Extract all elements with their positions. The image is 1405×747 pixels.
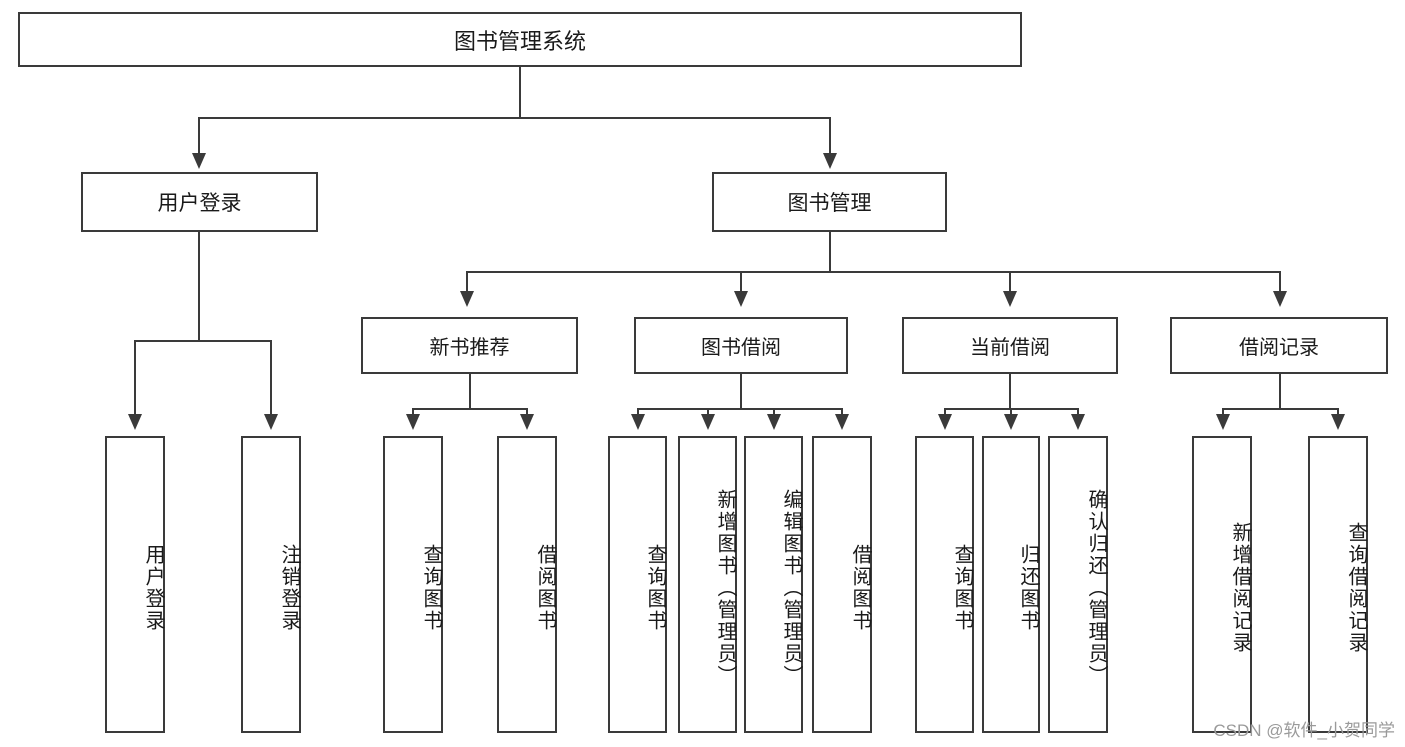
leaf-book-borrow-4[interactable]: 借阅图书 <box>812 436 872 733</box>
edge-level1-bar <box>198 117 831 119</box>
node-book-borrow[interactable]: 图书借阅 <box>634 317 848 374</box>
edge-user-login-stem <box>198 232 200 340</box>
arrow-to-new-book <box>460 291 474 307</box>
node-user-login[interactable]: 用户登录 <box>81 172 318 232</box>
edge-borrow-record-stem <box>1279 374 1281 408</box>
node-label: 图书管理系统 <box>453 28 586 54</box>
leaf-user-login-2[interactable]: 注销登录 <box>241 436 301 733</box>
arrow-to-borrow-record <box>1273 291 1287 307</box>
leaf-new-book-1[interactable]: 查询图书 <box>383 436 443 733</box>
arrow-user-login-child-2 <box>264 414 278 430</box>
node-label: 编辑图书（管理员） <box>780 488 802 687</box>
node-label: 新增借阅记录 <box>1229 521 1251 654</box>
edge-book-manage-stem <box>829 232 831 271</box>
edge-book-borrow-child-2 <box>707 408 709 418</box>
edge-new-book-child-2 <box>526 408 528 418</box>
node-label: 查询借阅记录 <box>1345 521 1367 654</box>
leaf-new-book-2[interactable]: 借阅图书 <box>497 436 557 733</box>
edge-borrow-record-child-2 <box>1337 408 1339 418</box>
leaf-borrow-record-2[interactable]: 查询借阅记录 <box>1308 436 1368 733</box>
node-label: 借阅图书 <box>534 543 556 632</box>
edge-book-borrow-stem <box>740 374 742 408</box>
edge-current-borrow-child-3 <box>1077 408 1079 418</box>
arrow-book-borrow-child-3 <box>767 414 781 430</box>
arrow-to-user-login <box>192 153 206 169</box>
edge-to-user-login <box>198 117 200 157</box>
edge-to-borrow-record <box>1279 271 1281 295</box>
node-label: 借阅记录 <box>1239 337 1319 359</box>
node-label: 借阅图书 <box>849 543 871 632</box>
node-borrow-record[interactable]: 借阅记录 <box>1170 317 1388 374</box>
leaf-current-borrow-3[interactable]: 确认归还（管理员） <box>1048 436 1108 733</box>
arrow-book-borrow-child-1 <box>631 414 645 430</box>
edge-user-login-bar <box>134 340 271 342</box>
arrow-new-book-child-2 <box>520 414 534 430</box>
edge-borrow-record-bar <box>1222 408 1338 410</box>
arrow-book-borrow-child-4 <box>835 414 849 430</box>
leaf-borrow-record-1[interactable]: 新增借阅记录 <box>1192 436 1252 733</box>
node-label: 当前借阅 <box>970 337 1050 359</box>
node-current-borrow[interactable]: 当前借阅 <box>902 317 1118 374</box>
edge-to-new-book <box>466 271 468 295</box>
leaf-book-borrow-3[interactable]: 编辑图书（管理员） <box>744 436 803 733</box>
node-label: 查询图书 <box>644 543 666 632</box>
edge-current-borrow-child-2 <box>1010 408 1012 418</box>
node-book-manage[interactable]: 图书管理 <box>712 172 947 232</box>
edge-level2-bar <box>466 271 1280 273</box>
leaf-user-login-1[interactable]: 用户登录 <box>105 436 165 733</box>
edge-user-login-child-1 <box>134 340 136 418</box>
node-label: 注销登录 <box>278 543 300 632</box>
edge-book-borrow-child-3 <box>773 408 775 418</box>
edge-book-borrow-child-4 <box>841 408 843 418</box>
node-label: 归还图书 <box>1017 543 1039 632</box>
edge-to-book-manage <box>829 117 831 157</box>
edge-current-borrow-stem <box>1009 374 1011 408</box>
edge-to-book-borrow <box>740 271 742 295</box>
arrow-user-login-child-1 <box>128 414 142 430</box>
arrow-new-book-child-1 <box>406 414 420 430</box>
arrow-borrow-record-child-2 <box>1331 414 1345 430</box>
arrow-borrow-record-child-1 <box>1216 414 1230 430</box>
leaf-book-borrow-1[interactable]: 查询图书 <box>608 436 667 733</box>
node-label: 确认归还（管理员） <box>1085 488 1107 687</box>
edge-new-book-bar <box>412 408 527 410</box>
edge-new-book-stem <box>469 374 471 408</box>
arrow-to-current-borrow <box>1003 291 1017 307</box>
edge-root-stem <box>519 67 521 117</box>
edge-new-book-child-1 <box>412 408 414 418</box>
node-label: 查询图书 <box>951 543 973 632</box>
arrow-current-borrow-child-1 <box>938 414 952 430</box>
edge-book-borrow-bar <box>637 408 842 410</box>
node-root-system[interactable]: 图书管理系统 <box>18 12 1022 67</box>
edge-user-login-child-2 <box>270 340 272 418</box>
node-new-book-recommend[interactable]: 新书推荐 <box>361 317 578 374</box>
node-label: 用户登录 <box>157 192 242 215</box>
arrow-book-borrow-child-2 <box>701 414 715 430</box>
edge-borrow-record-child-1 <box>1222 408 1224 418</box>
node-label: 用户登录 <box>142 543 164 632</box>
arrow-to-book-manage <box>823 153 837 169</box>
edge-current-borrow-child-1 <box>944 408 946 418</box>
leaf-current-borrow-2[interactable]: 归还图书 <box>982 436 1040 733</box>
leaf-current-borrow-1[interactable]: 查询图书 <box>915 436 974 733</box>
node-label: 图书借阅 <box>701 337 781 359</box>
node-label: 查询图书 <box>420 543 442 632</box>
leaf-book-borrow-2[interactable]: 新增图书（管理员） <box>678 436 737 733</box>
arrow-current-borrow-child-2 <box>1004 414 1018 430</box>
edge-to-current-borrow <box>1009 271 1011 295</box>
node-label: 图书管理 <box>787 192 872 215</box>
node-label: 新书推荐 <box>429 337 510 359</box>
arrow-to-book-borrow <box>734 291 748 307</box>
arrow-current-borrow-child-3 <box>1071 414 1085 430</box>
csdn-watermark: CSDN @软件_小贺同学 <box>1213 721 1395 740</box>
node-label: 新增图书（管理员） <box>714 488 736 687</box>
edge-book-borrow-child-1 <box>637 408 639 418</box>
